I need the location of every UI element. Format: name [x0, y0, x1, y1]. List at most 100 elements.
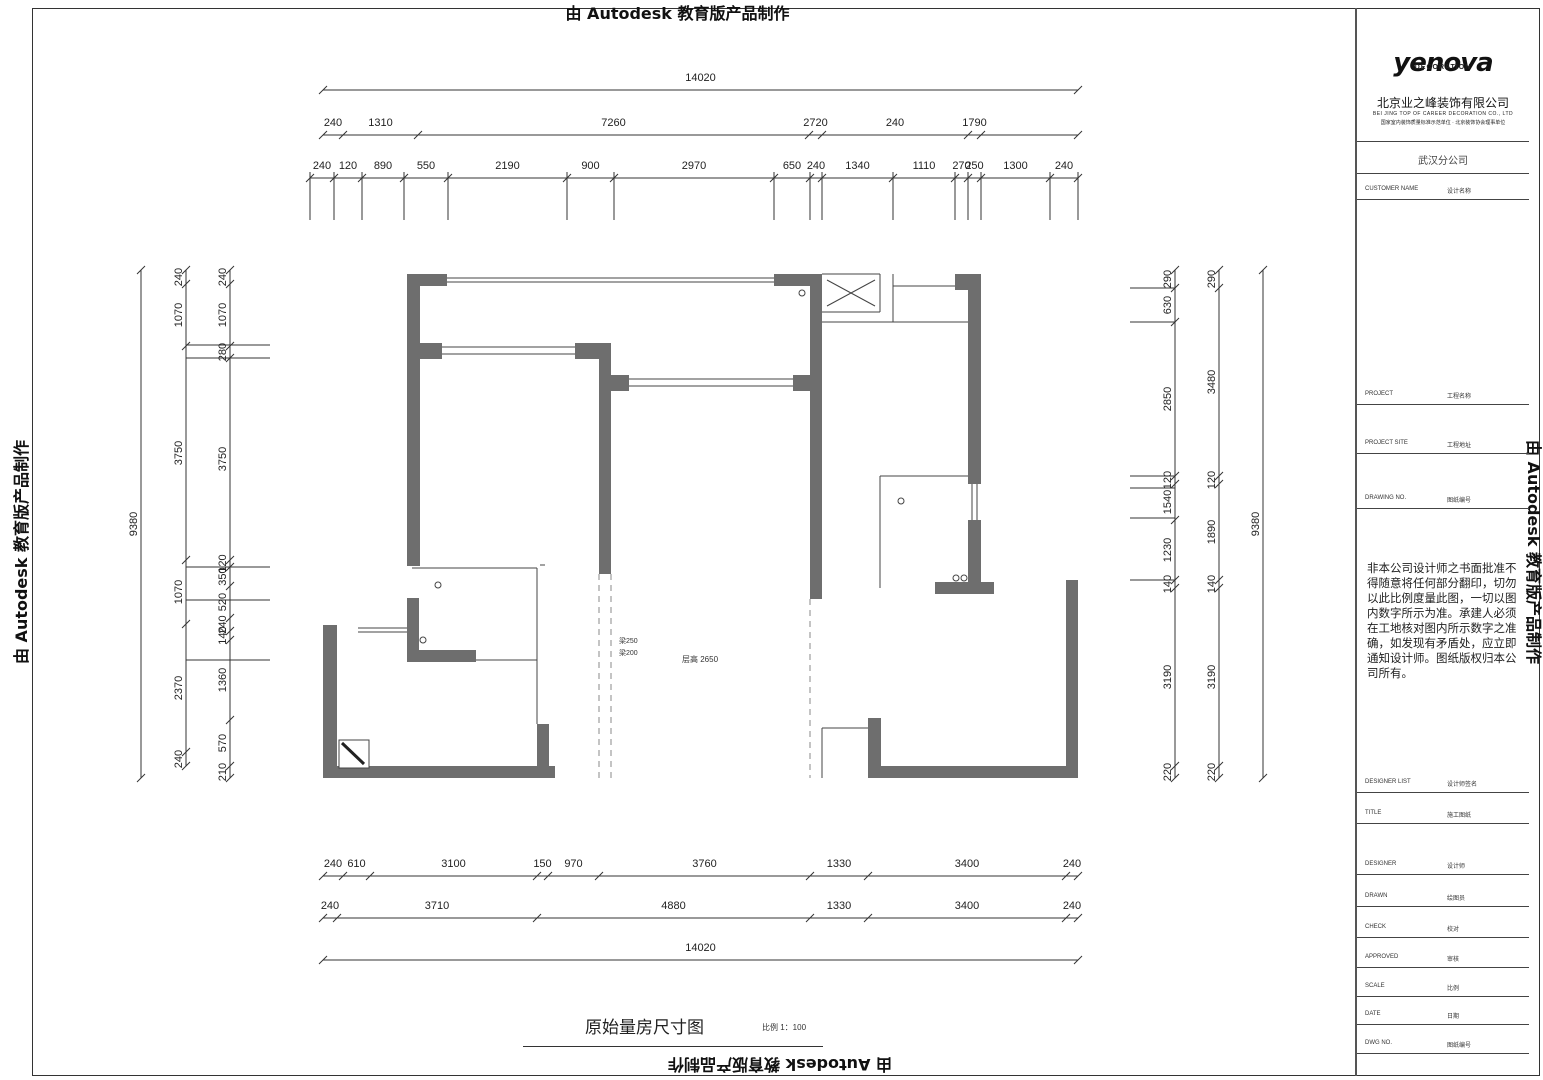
- dim-left-inner-label: 3750: [217, 447, 229, 471]
- dim-left-total-tick: [136, 265, 146, 275]
- tb-row-label: DESIGNER LIST: [1365, 779, 1411, 785]
- dim-left-inner-tick: [225, 613, 235, 623]
- tb-row-rule: [1357, 823, 1529, 824]
- dim-bottom-row2-label: 240: [1063, 900, 1081, 912]
- drawing-scale: 比例 1：100: [762, 1023, 807, 1032]
- tb-row-label: DWG NO.: [1365, 1040, 1392, 1046]
- tb-row-label: SCALE: [1365, 983, 1385, 989]
- dim-bottom-total-tick: [318, 955, 328, 965]
- dim-bottom-row2-label: 1330: [827, 900, 851, 912]
- dim-top-row2-label: 2970: [682, 160, 706, 172]
- dim-left-total-tick: [136, 773, 146, 783]
- dim-left-outer-label: 1070: [173, 580, 185, 604]
- dim-bottom-row1-label: 3100: [441, 858, 465, 870]
- dim-top-row1-label: 7260: [601, 117, 625, 129]
- title-block: yenova DECORATION 北京业之峰装饰有限公司 BEI JING T…: [1357, 8, 1529, 1076]
- dim-top-row1-tick: [338, 130, 348, 140]
- dim-top-row2-label: 650: [783, 160, 801, 172]
- dim-left-inner-tick: [225, 626, 235, 636]
- dim-top-row1-tick: [1073, 130, 1083, 140]
- tb-rule: [1357, 173, 1529, 174]
- dim-right-inner-tick: [1170, 515, 1180, 525]
- dim-bottom-row1-label: 3760: [692, 858, 716, 870]
- dim-left-outer-label: 240: [173, 750, 185, 768]
- tb-row-label: TITLE: [1365, 810, 1382, 816]
- tb-row-label: DRAWING NO.: [1365, 495, 1407, 501]
- tb-row-value: 图纸编号: [1447, 498, 1472, 504]
- dim-right-outer-tick: [1214, 583, 1224, 593]
- dim-left-inner-tick: [225, 635, 235, 645]
- dim-top-row2-label: 2190: [495, 160, 519, 172]
- dim-bottom-row1-tick: [365, 871, 375, 881]
- tb-row-value: 绘图员: [1447, 896, 1466, 902]
- dim-bottom-row2-label: 4880: [661, 900, 685, 912]
- tb-row-rule: [1357, 967, 1529, 968]
- dim-bottom-row1-tick: [1061, 871, 1071, 881]
- dim-top-row2-label: 240: [807, 160, 825, 172]
- dim-bottom-row2-tick: [1073, 913, 1083, 923]
- dim-top-row1-label: 240: [886, 117, 904, 129]
- dim-bottom-row2-tick: [1061, 913, 1071, 923]
- watermark-top: 由 Autodesk 教育版产品制作: [565, 4, 790, 23]
- walls: [323, 274, 1078, 778]
- dim-left-outer-tick: [181, 279, 191, 289]
- dim-right-outer-label: 3480: [1206, 370, 1218, 394]
- dim-right-inner-label: 290: [1162, 270, 1174, 288]
- dim-left-inner-tick: [225, 341, 235, 351]
- dim-bottom-row1-tick: [594, 871, 604, 881]
- dim-right-inner-tick: [1170, 265, 1180, 275]
- dim-right-outer-tick: [1214, 773, 1224, 783]
- company-name-en: BEI JING TOP OF CAREER DECORATION CO., L…: [1372, 111, 1514, 117]
- titleblock-divider: [1355, 8, 1357, 1076]
- dim-top-row1-tick: [413, 130, 423, 140]
- dim-right-inner-label: 1540: [1162, 490, 1174, 514]
- dim-top-row2-label: 550: [417, 160, 435, 172]
- dim-left-inner-tick: [225, 265, 235, 275]
- company-logo: yenova: [1393, 48, 1493, 78]
- dim-right-inner-tick: [1170, 761, 1180, 771]
- dim-right-inner-label: 1230: [1162, 538, 1174, 562]
- dim-right-inner-tick: [1170, 479, 1180, 489]
- dim-left-inner-tick: [225, 715, 235, 725]
- dim-right-outer-tick: [1214, 471, 1224, 481]
- beam-label-1: 梁250: [619, 636, 638, 645]
- dim-right-outer-label: 3190: [1206, 665, 1218, 689]
- dim-right-inner-tick: [1170, 773, 1180, 783]
- tb-row-label: DATE: [1365, 1011, 1381, 1017]
- dim-bottom-row1-tick: [863, 871, 873, 881]
- dim-top-row2-label: 1340: [845, 160, 869, 172]
- beam-label-2: 梁200: [619, 648, 638, 657]
- dim-right-outer-tick: [1214, 575, 1224, 585]
- tb-rule: [1357, 141, 1529, 142]
- dim-left-inner-label: 210: [217, 763, 229, 781]
- dim-right-outer-label: 1890: [1206, 520, 1218, 544]
- dim-right-inner-tick: [1170, 583, 1180, 593]
- dim-left-inner-label: 1070: [217, 303, 229, 327]
- tb-row-value: 审核: [1447, 957, 1460, 963]
- dim-bottom-row1-label: 970: [564, 858, 582, 870]
- title-underline: [523, 1046, 823, 1047]
- dim-top-total-tick: [1073, 85, 1083, 95]
- dim-bottom-row1-label: 240: [1063, 858, 1081, 870]
- dim-left-outer-tick: [181, 619, 191, 629]
- dim-right-inner-label: 120: [1162, 471, 1174, 489]
- company-subtitle: 国家室内装饰质量标准示范单位 · 北京装饰协会理事单位: [1380, 120, 1506, 126]
- tb-row-value: 设计师: [1447, 864, 1466, 870]
- dim-left-inner-tick: [225, 279, 235, 289]
- dim-bottom-row1-label: 1330: [827, 858, 851, 870]
- dim-top-row1-label: 2720: [803, 117, 827, 129]
- tb-row-label: DRAWN: [1365, 893, 1388, 899]
- dim-right-outer-label: 120: [1206, 471, 1218, 489]
- dim-bottom-total-label: 14020: [685, 942, 716, 954]
- dim-top-row1-tick: [804, 130, 814, 140]
- dim-top-row1-tick: [976, 130, 986, 140]
- dim-bottom-row1-label: 610: [347, 858, 365, 870]
- tb-row-rule: [1357, 404, 1529, 405]
- dim-top-row2-label: 890: [374, 160, 392, 172]
- dashed-lines: [598, 574, 811, 778]
- dim-left-inner-label: 120: [217, 554, 229, 572]
- dim-right-outer-label: 140: [1206, 575, 1218, 593]
- branch-name: 武汉分公司: [1418, 156, 1468, 167]
- tb-row-value: 工程地址: [1447, 443, 1472, 449]
- dim-bottom-row2-tick: [318, 913, 328, 923]
